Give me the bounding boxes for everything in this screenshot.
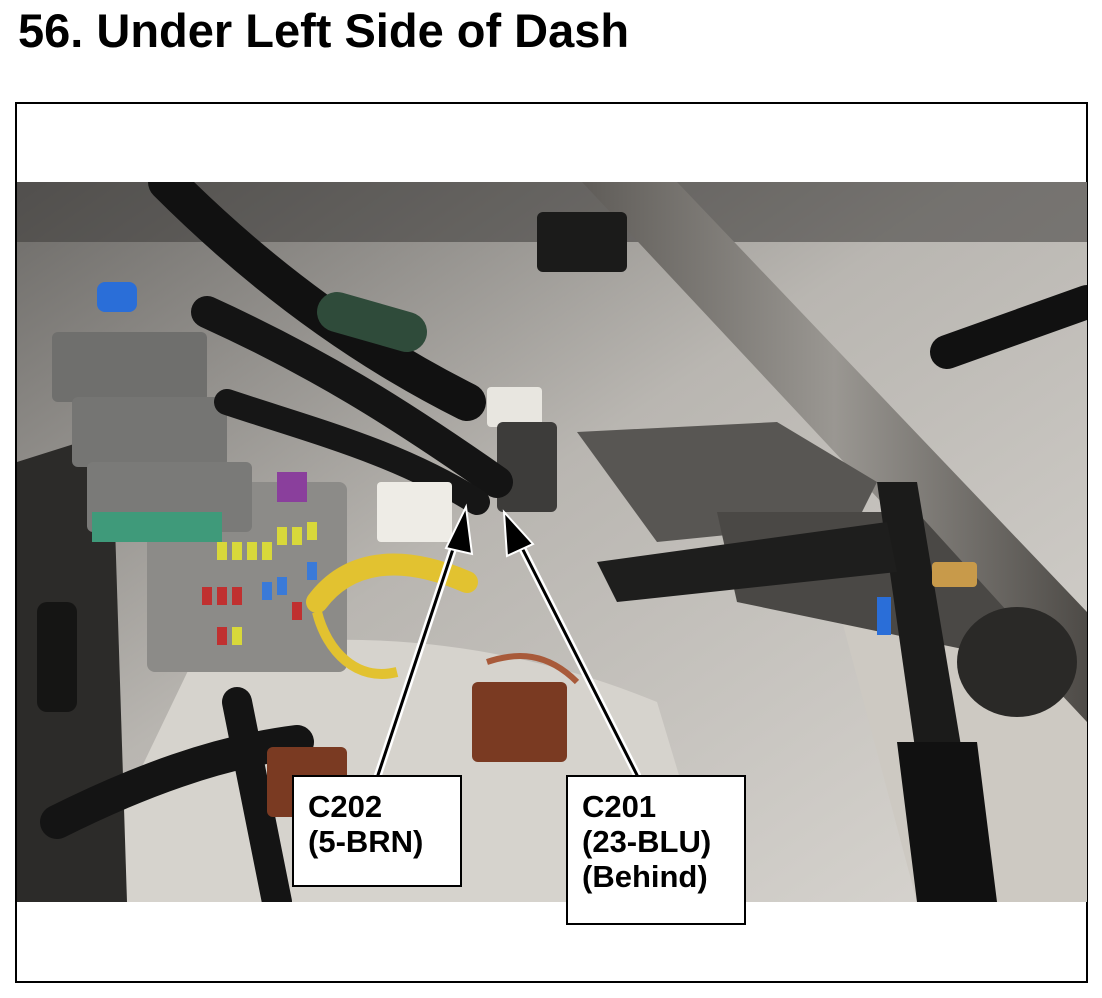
page-title: 56. Under Left Side of Dash (18, 4, 630, 57)
callout-c201: C201 (23-BLU) (Behind) (566, 775, 746, 925)
callout-c202-line-2: (5-BRN) (308, 824, 424, 859)
callout-c202-line-1: C202 (308, 789, 383, 824)
callout-c201-line-1: C201 (582, 789, 657, 824)
callout-c202: C202 (5-BRN) (292, 775, 462, 887)
dash-photo (17, 182, 1087, 902)
callout-c201-line-2: (23-BLU) (582, 824, 712, 859)
callout-c201-line-3: (Behind) (582, 859, 708, 894)
